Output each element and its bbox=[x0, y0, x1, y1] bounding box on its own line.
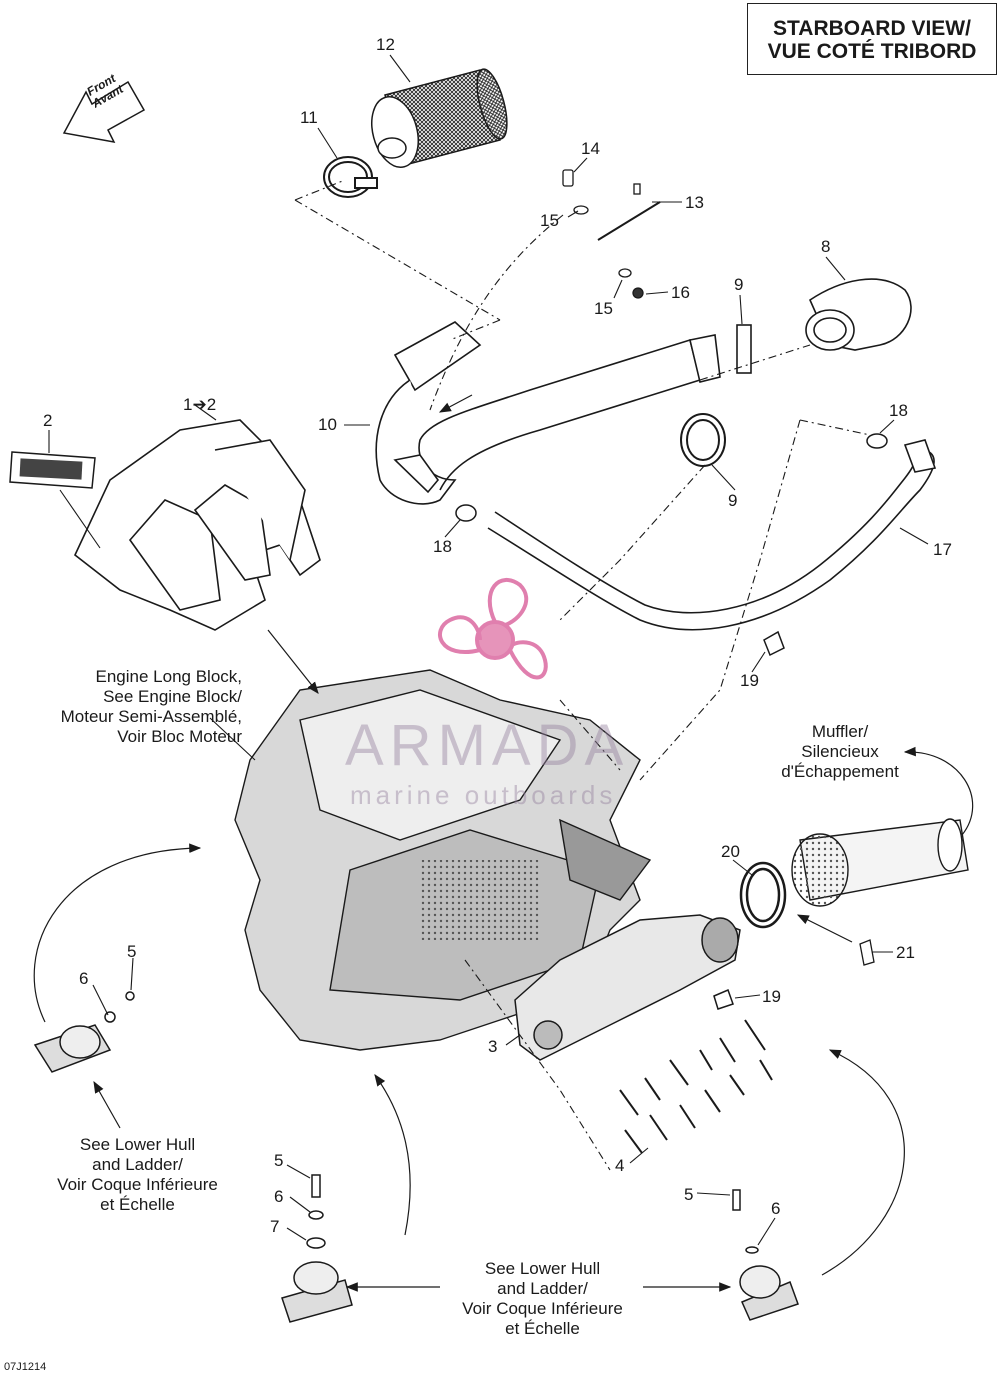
engine-note-line-2: See Engine Block/ bbox=[103, 687, 242, 706]
elbow-part bbox=[805, 278, 912, 351]
part-number-10: 10 bbox=[318, 415, 337, 434]
hose-17-part bbox=[487, 439, 937, 631]
part-number-19b: 19 bbox=[762, 987, 781, 1006]
mount-center-part bbox=[281, 1174, 353, 1323]
part-number-14: 14 bbox=[581, 139, 600, 158]
hull-center-line-3: Voir Coque Inférieure bbox=[462, 1299, 623, 1318]
watermark-brand: ARMADA bbox=[345, 713, 630, 778]
engine-block-part bbox=[234, 669, 652, 1051]
part-number-11: 11 bbox=[300, 108, 318, 127]
part-number-9b: 9 bbox=[728, 491, 738, 510]
fitting-18-part bbox=[455, 433, 888, 522]
clamp-9-part bbox=[680, 413, 726, 467]
view-title-line-1: STARBOARD VIEW/ bbox=[773, 17, 971, 40]
part-number-4: 4 bbox=[615, 1156, 625, 1175]
bolts-4-part bbox=[619, 1019, 773, 1154]
part-number-20: 20 bbox=[721, 842, 740, 861]
leader-lines bbox=[48, 54, 929, 1246]
front-arrow-icon bbox=[62, 80, 146, 144]
engine-note-line-1: Engine Long Block, bbox=[95, 667, 243, 686]
cap-19-part bbox=[713, 630, 785, 1010]
part-number-5c: 5 bbox=[684, 1185, 694, 1204]
hull-left-line-2: and Ladder/ bbox=[92, 1155, 183, 1174]
engine-note-line-4: Voir Bloc Moteur bbox=[117, 727, 242, 746]
view-title-box: STARBOARD VIEW/ VUE COTÉ TRIBORD bbox=[747, 3, 997, 75]
hull-left-line-4: et Échelle bbox=[100, 1195, 175, 1214]
part-number-12: 12 bbox=[376, 35, 395, 54]
muffler-note-line-1: Muffler/ bbox=[811, 722, 869, 741]
hull-center-line-4: et Échelle bbox=[505, 1319, 580, 1338]
watermark-subtitle: marine outboards bbox=[350, 780, 617, 810]
part-number-6a: 6 bbox=[79, 969, 89, 988]
lower-hull-note-center: See Lower Hull and Ladder/ Voir Coque In… bbox=[435, 1259, 650, 1339]
part-number-3: 3 bbox=[488, 1037, 498, 1056]
part-number-7: 7 bbox=[270, 1217, 280, 1236]
part-number-18b: 18 bbox=[889, 401, 908, 420]
part-number-18a: 18 bbox=[433, 537, 452, 556]
engine-note-line-3: Moteur Semi-Assemblé, bbox=[60, 707, 242, 726]
part-number-21: 21 bbox=[896, 943, 915, 962]
part-number-15b: 15 bbox=[594, 299, 613, 318]
hull-center-line-2: and Ladder/ bbox=[497, 1279, 588, 1298]
part-number-13: 13 bbox=[685, 193, 704, 212]
part-number-5a: 5 bbox=[127, 942, 137, 961]
muffler-note-line-2: Silencieux bbox=[801, 742, 879, 761]
muffler-note: Muffler/ Silencieux d'Échappement bbox=[775, 722, 905, 782]
part-number-9a: 9 bbox=[734, 275, 744, 294]
part-number-2: 2 bbox=[43, 411, 53, 430]
part-number-16: 16 bbox=[671, 283, 690, 302]
fasteners-top bbox=[562, 169, 661, 299]
exhaust-manifold-part bbox=[514, 914, 741, 1061]
reference-arrows bbox=[33, 394, 974, 1292]
hull-center-line-1: See Lower Hull bbox=[484, 1259, 601, 1278]
part-number-5b: 5 bbox=[274, 1151, 284, 1170]
clamp-part bbox=[323, 156, 378, 198]
muffler-note-line-3: d'Échappement bbox=[781, 762, 899, 781]
intake-pipe-part bbox=[375, 321, 752, 505]
part-number-17: 17 bbox=[933, 540, 952, 559]
watermark-propeller-icon bbox=[438, 578, 548, 680]
muffler-part bbox=[791, 818, 969, 907]
part-number-6b: 6 bbox=[274, 1187, 284, 1206]
lower-hull-note-left: See Lower Hull and Ladder/ Voir Coque In… bbox=[30, 1135, 245, 1215]
pin-21-part bbox=[859, 939, 875, 966]
label-plate-part bbox=[9, 451, 96, 489]
mount-right-part bbox=[732, 1189, 799, 1321]
clamp-20-part bbox=[739, 861, 787, 929]
view-title-line-2: VUE COTÉ TRIBORD bbox=[767, 40, 977, 63]
figure-code: 07J1214 bbox=[4, 1361, 47, 1373]
part-number-8: 8 bbox=[821, 237, 831, 256]
engine-block-note: Engine Long Block, See Engine Block/ Mot… bbox=[12, 667, 242, 747]
part-number-1-to-2: 1➔2 bbox=[183, 395, 217, 414]
air-filter-part bbox=[371, 68, 508, 168]
hull-left-line-1: See Lower Hull bbox=[79, 1135, 196, 1154]
part-number-15a: 15 bbox=[540, 211, 559, 230]
part-number-6c: 6 bbox=[771, 1199, 781, 1218]
part-number-19a: 19 bbox=[740, 671, 759, 690]
hull-left-line-3: Voir Coque Inférieure bbox=[57, 1175, 218, 1194]
mount-left-part bbox=[33, 991, 135, 1073]
engine-cover-part bbox=[74, 419, 321, 631]
